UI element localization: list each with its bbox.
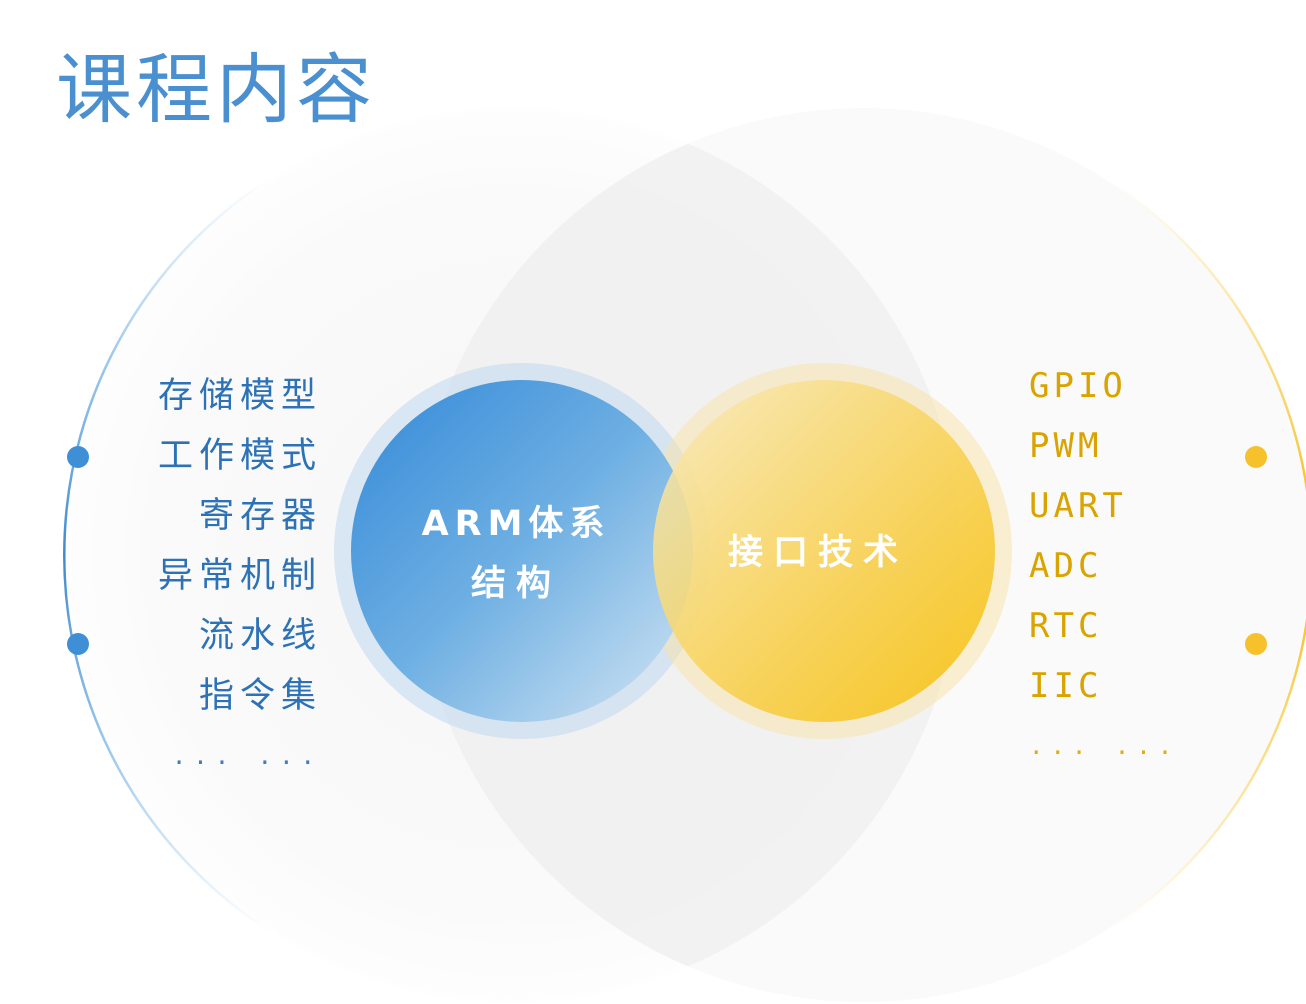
- gold-circle-label: 接口技术: [728, 532, 908, 573]
- list-ellipsis: ... ...: [171, 742, 322, 770]
- gold-main-circle: [653, 380, 995, 722]
- list-item: UART: [1029, 486, 1127, 526]
- right-arc-dot-bottom: [1245, 633, 1267, 655]
- left-arc-dot-bottom: [67, 633, 89, 655]
- right-arc-dot-top: [1245, 446, 1267, 468]
- list-item: ADC: [1029, 546, 1103, 586]
- blue-circle-label-line2: 结构: [471, 564, 561, 604]
- list-ellipsis: ... ...: [1029, 732, 1180, 760]
- list-item: IIC: [1029, 666, 1103, 706]
- list-item: 寄存器: [198, 496, 322, 536]
- list-item: 异常机制: [157, 556, 322, 596]
- list-item: PWM: [1029, 426, 1103, 466]
- page-title: 课程内容: [56, 45, 376, 134]
- list-item: GPIO: [1029, 366, 1127, 406]
- list-item: 流水线: [198, 616, 322, 656]
- left-outer-arc: [63, 178, 269, 932]
- interface-topics-list: GPIO PWM UART ADC RTC IIC ... ...: [1029, 356, 1179, 776]
- right-outer-arc: [1107, 178, 1306, 932]
- blue-circle-label-line1: ARM体系: [422, 504, 611, 544]
- list-item: 指令集: [198, 676, 322, 716]
- list-item: 工作模式: [157, 436, 322, 476]
- list-item: RTC: [1029, 606, 1103, 646]
- blue-main-circle: [351, 380, 693, 722]
- list-item: 存储模型: [157, 376, 322, 416]
- left-arc-dot-top: [67, 446, 89, 468]
- arm-topics-list: 存储模型 工作模式 寄存器 异常机制 流水线 指令集 ... ...: [158, 366, 322, 786]
